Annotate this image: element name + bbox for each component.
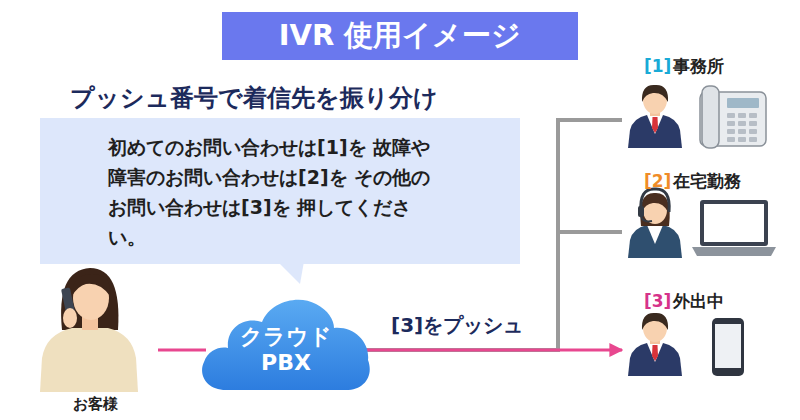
person-hair xyxy=(642,195,668,212)
mobile-worker xyxy=(628,313,682,376)
phone-key xyxy=(749,121,757,126)
phone-key xyxy=(738,121,746,126)
destination-office: [1]事務所 xyxy=(622,55,790,153)
smartphone-screen xyxy=(715,324,741,368)
person-shirt xyxy=(647,343,663,362)
desk-phone xyxy=(700,86,766,148)
phone-key xyxy=(738,113,746,118)
phone-key xyxy=(727,129,735,134)
person-hair xyxy=(642,85,668,102)
cloud-pbx: クラウド PBX xyxy=(198,290,374,395)
customer-hair-back xyxy=(61,268,118,330)
phone-key xyxy=(727,113,735,118)
push-number: [2] xyxy=(644,171,671,191)
prompt-text: 初めてのお問い合わせは[1]を 故障や障害のお問い合わせは[2]を その他のお問… xyxy=(108,132,448,252)
office-worker xyxy=(628,85,682,148)
destination-mobile: [3]外出中 xyxy=(622,290,790,390)
person-label: お客様 xyxy=(28,395,162,414)
customer-woman xyxy=(40,268,138,392)
bubble-heading: プッシュ番号で着信先を振り分け xyxy=(70,82,438,114)
smartphone-frame xyxy=(712,318,744,376)
home-worker xyxy=(628,189,682,258)
phone-key xyxy=(749,137,757,142)
person-tie xyxy=(652,117,658,133)
title: IVR 使用イメージ xyxy=(279,16,522,56)
destination-label: [3]外出中 xyxy=(644,290,724,313)
phone-key xyxy=(749,129,757,134)
laptop xyxy=(692,200,776,256)
customer-bangs xyxy=(72,274,110,296)
connector xyxy=(366,349,622,352)
person-body xyxy=(628,225,682,258)
phone-handset xyxy=(702,86,719,148)
customer-figure: お客様 xyxy=(28,262,162,414)
headset-ear xyxy=(638,206,644,217)
headset-mic xyxy=(641,216,652,221)
laptop-base xyxy=(692,247,776,256)
person-shirt xyxy=(647,225,663,244)
person-tie xyxy=(652,345,658,361)
push-number: [1] xyxy=(644,56,671,76)
customer-hand xyxy=(63,308,77,328)
phone-key xyxy=(727,121,735,126)
destination-name: 在宅勤務 xyxy=(673,171,741,191)
cloud-outline xyxy=(202,300,370,390)
destination-name: 事務所 xyxy=(673,56,724,76)
smartphone xyxy=(712,318,744,376)
title-banner: IVR 使用イメージ xyxy=(222,12,578,60)
laptop-screen xyxy=(700,200,768,246)
headset-band xyxy=(641,189,669,212)
phone-display xyxy=(727,98,759,108)
phone-key xyxy=(749,113,757,118)
person-hair-back xyxy=(640,193,669,226)
cloud-label: クラウド PBX xyxy=(234,310,338,375)
connector xyxy=(158,349,206,352)
destination-label: [1]事務所 xyxy=(644,55,724,78)
phone-key xyxy=(738,129,746,134)
person-body xyxy=(628,343,682,376)
speech-bubble: プッシュ番号で着信先を振り分け初めてのお問い合わせは[1]を 故障や障害のお問い… xyxy=(40,78,520,264)
destination-label: [2]在宅勤務 xyxy=(644,170,741,193)
person-hair xyxy=(642,313,668,330)
person-shirt xyxy=(647,115,663,134)
customer-body xyxy=(40,328,138,392)
person-body xyxy=(628,115,682,148)
laptop-display xyxy=(704,204,764,242)
phone-key xyxy=(727,137,735,142)
destination-name: 外出中 xyxy=(673,291,724,311)
destination-home: [2]在宅勤務 xyxy=(622,170,790,265)
push-number: [3] xyxy=(644,291,671,311)
phone-key xyxy=(738,137,746,142)
edge-label: [3]をプッシュ xyxy=(388,312,526,339)
